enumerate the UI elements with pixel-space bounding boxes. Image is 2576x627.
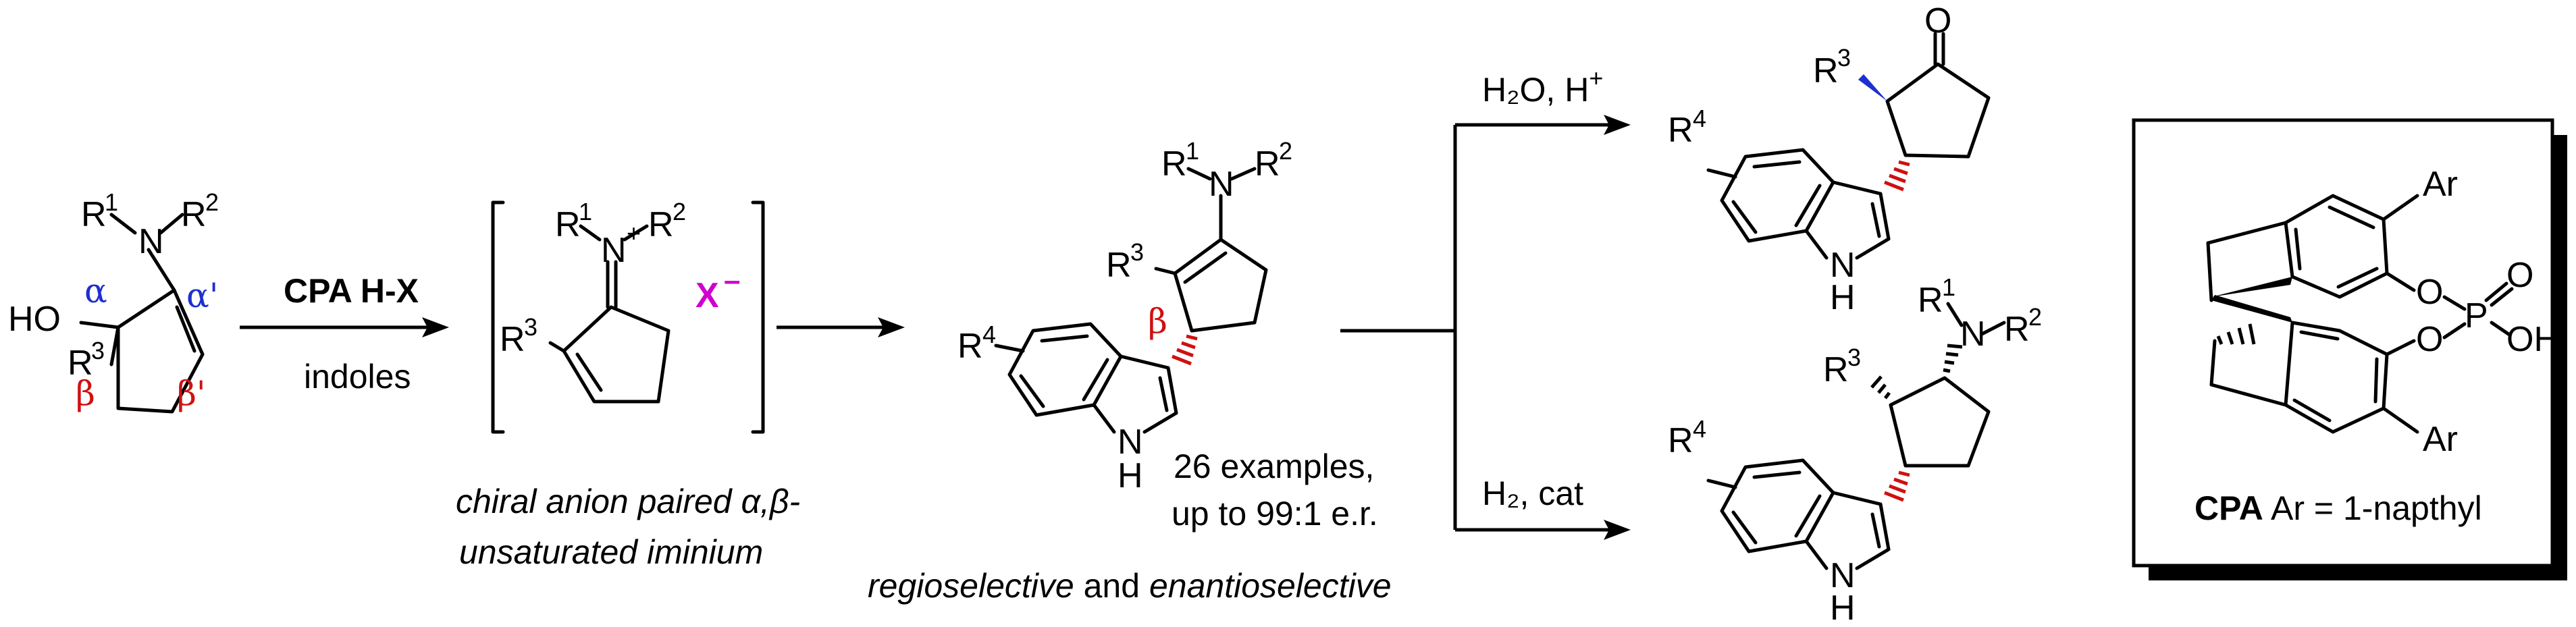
hydrogenation-conditions: H₂, cat [1482,474,1583,512]
cpa-caption-rest: Ar = 1-napthyl [2271,489,2482,527]
cpa-ar-bottom: Ar [2423,420,2458,459]
ketone-indole-h: H [1830,278,1856,317]
nitrogen-atom: N [138,222,164,261]
selectivity-enantio: enantioselective [1149,567,1392,605]
intermediate-caption-line1: chiral anion paired α,β- [456,483,800,520]
hydroxyl-label: HO [8,300,61,339]
product-indole-h: H [1118,456,1143,495]
product-r4-index: 4 [982,321,996,348]
ketone-indole-n: N [1830,246,1856,285]
branching-arrows: H₂O, H+ H₂, cat [1340,64,1631,540]
iminium-plus: + [627,219,641,247]
product-indole-n: N [1118,422,1143,462]
amine-r2-index: 2 [2028,303,2042,331]
cpa-oxygen-top: O [2416,273,2443,312]
iminium-r2-index: 2 [673,198,686,225]
r2-index: 2 [205,188,219,216]
selectivity-caption: regioselective and enantioselective [868,567,1392,605]
product-r1-label: R [1161,144,1187,184]
cpa-oxygen-bottom: O [2416,320,2443,359]
product-r4-label: R [957,327,983,366]
iminium-intermediate: N + R 1 R 2 R 3 X – chiral anion paired … [456,198,800,571]
cpa-oxo: O [2506,256,2533,295]
amine-r1-label: R [1918,281,1943,320]
iminium-nitrogen: N [601,231,627,270]
iminium-r3-label: R [500,320,525,359]
amine-r1-index: 1 [1942,273,1955,301]
amine-r4-index: 4 [1693,415,1706,443]
amine-r3-index: 3 [1847,344,1861,371]
cpa-phosphorus: P [2465,296,2488,335]
ketone-r3-label: R [1813,51,1839,90]
ketone-r4-label: R [1668,111,1693,150]
iminium-r1-label: R [555,205,581,244]
intermediate-caption-line2: unsaturated iminium [459,533,763,571]
product-r1-index: 1 [1186,137,1199,165]
selectivity-regio: regioselective [868,567,1074,605]
amine-r3-label: R [1823,350,1849,389]
r1-label: R [81,195,107,234]
hydrolysis-reagent: H₂O, H [1482,71,1589,109]
spiro-hashed-bond [2216,323,2256,345]
hydrolysis-acid-charge: + [1589,64,1603,92]
ketone-r4-index: 4 [1693,105,1706,132]
amine-nitrogen: N [1960,315,1986,354]
cpa-caption: CPA Ar = 1-napthyl [2194,489,2482,527]
product-r2-index: 2 [1279,137,1292,165]
amine-r2-label: R [2004,310,2030,349]
iminium-r2-label: R [648,205,674,244]
catalyst-label: CPA H-X [284,272,419,310]
iminium-r1-index: 1 [579,198,592,225]
r3-label: R [68,344,93,383]
ketone-oxygen: O [1924,1,1951,40]
beta-label: β [76,374,95,413]
r2-label: R [181,195,207,234]
amine-r3-hashed-wedge [1870,375,1891,400]
r1-index: 1 [105,188,118,216]
alpha-prime-label: α' [186,276,219,315]
product-r3-label: R [1106,246,1132,285]
ketone-r3-index: 3 [1837,44,1851,72]
hydrolysis-conditions: H₂O, H+ [1482,64,1603,109]
nucleophile-label: indoles [304,358,411,396]
cpa-caption-bold: CPA [2194,489,2263,527]
enantiomeric-ratio: up to 99:1 e.r. [1172,495,1378,533]
cpa-hydroxyl: OH [2506,320,2559,359]
selectivity-and: and [1084,567,1140,605]
alpha-label: α [84,271,107,310]
product-r2-label: R [1255,144,1280,184]
ketone-hashed-wedge [1884,160,1910,192]
amine-indole-h: H [1830,589,1856,627]
ketone-product: O R 3 R 4 N H [1668,1,1991,317]
amine-n-hashed-wedge [1943,344,1963,373]
cpa-ar-top: Ar [2423,165,2458,204]
counter-anion-charge: – [724,264,740,297]
counter-anion: X [695,276,719,315]
amine-indole-n: N [1830,556,1856,595]
starting-material: N R 1 R 2 HO R 3 α α' β β' [8,188,219,414]
product-r3-index: 3 [1130,238,1144,266]
amine-hashed-wedge-red [1884,470,1910,502]
amine-product: N R 1 R 2 R 3 R 4 N H [1668,273,2042,627]
cpa-catalyst-box: Ar Ar O O P O OH CPA Ar = 1-napthyl [2132,118,2567,580]
reaction-arrow-1: CPA H-X indoles [240,272,449,396]
r3-index: 3 [91,337,105,364]
beta-prime-label: β' [177,374,206,413]
amine-r4-label: R [1668,421,1693,460]
product-nitrogen: N [1209,165,1234,204]
reaction-arrow-2 [777,317,905,337]
alkylation-product: N R 1 R 2 R 3 β R 4 N H 26 examples, up … [868,137,1392,605]
iminium-r3-index: 3 [524,313,537,341]
product-beta-label: β [1148,302,1167,341]
examples-count: 26 examples, [1174,447,1374,485]
hashed-wedge-red [1172,334,1198,366]
